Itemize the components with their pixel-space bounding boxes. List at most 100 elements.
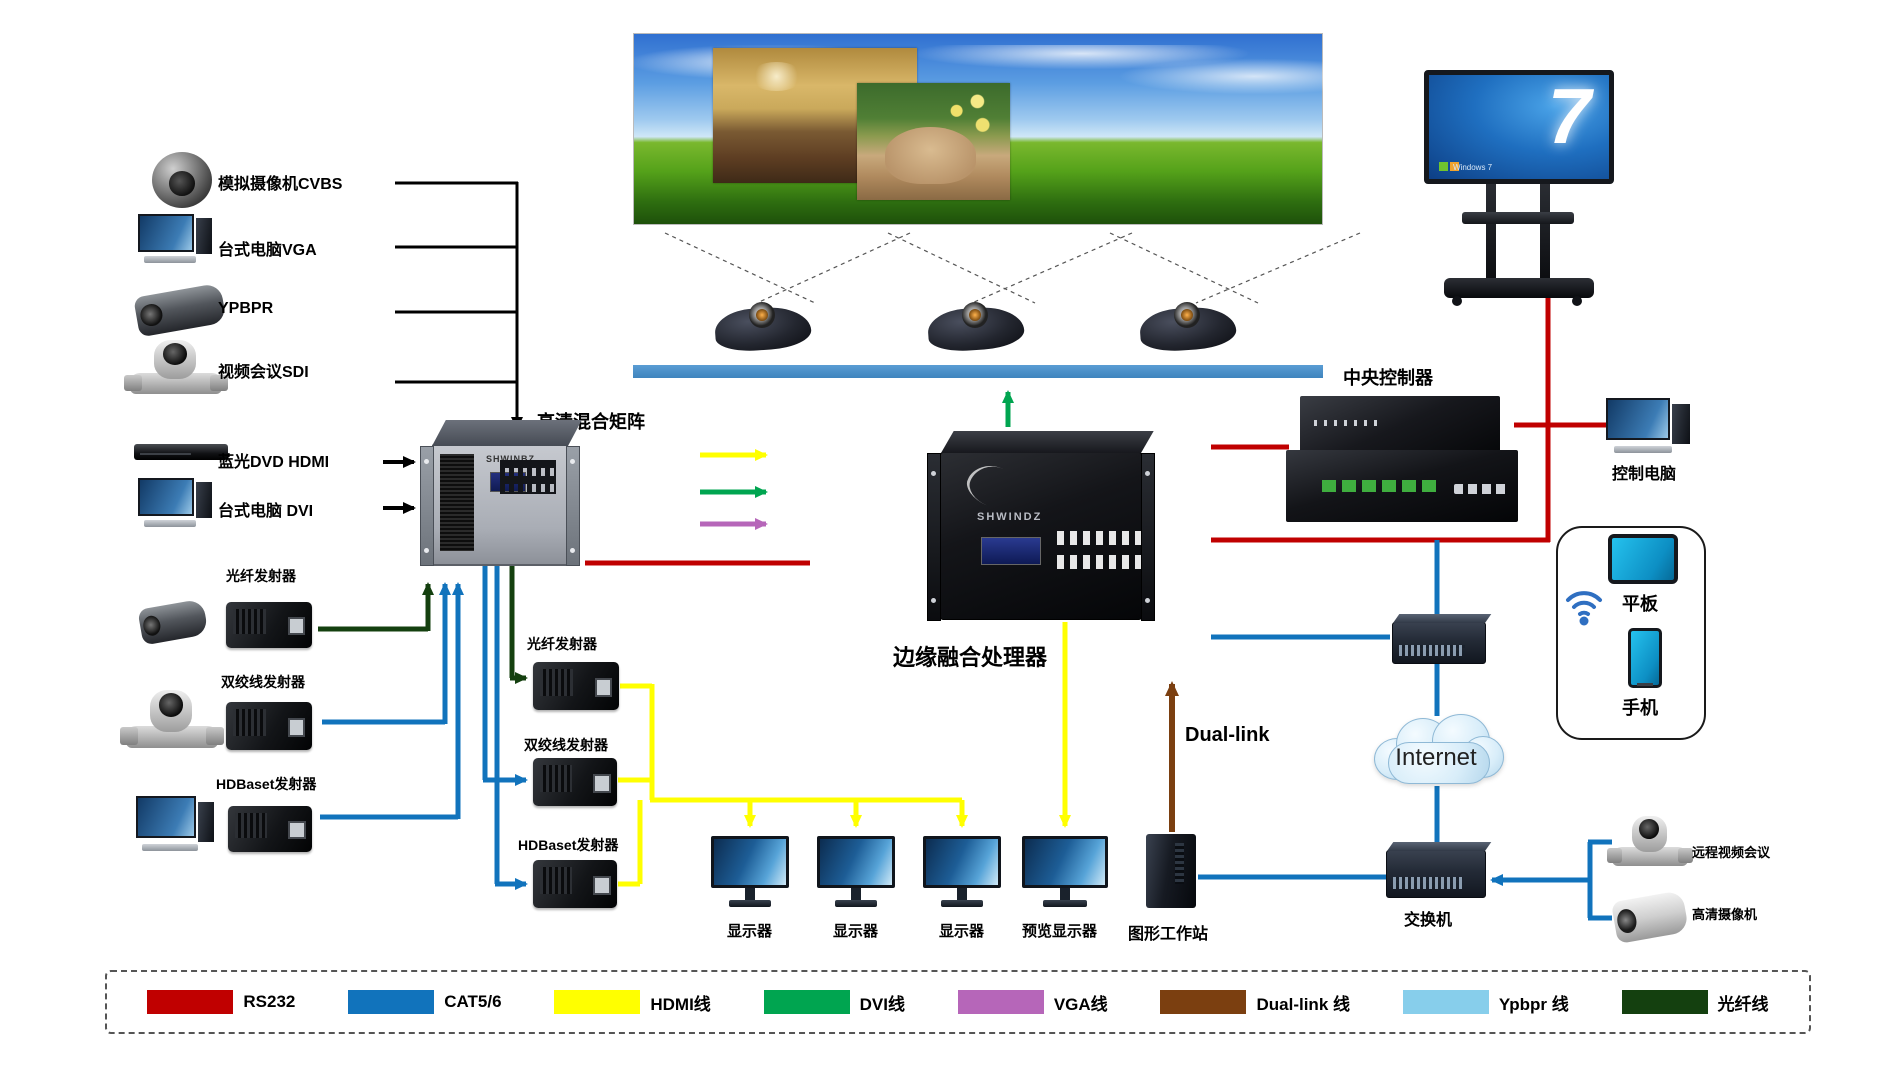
legend-swatch [763,990,850,1014]
projector-3 [1138,300,1238,354]
legend-label: RS232 [243,992,296,1011]
legend-item-fiber: 光纤线 [1621,990,1769,1015]
legend-item-ypbpr: Ypbpr 线 [1402,990,1569,1015]
network-switch-top [1392,622,1486,664]
windows-7-glyph: 7 [1547,72,1591,160]
fiber-transmitter-box [226,602,312,648]
hdbaset-transmitter-box-2 [533,860,617,908]
legend-item-rs232: RS232 [147,990,295,1014]
central-controller-device [1286,396,1518,522]
legend-label: Ypbpr 线 [1498,994,1569,1014]
control-pc-label: 控制电脑 [1612,466,1677,483]
screen-rail [633,365,1323,378]
windows-logo-icon [1439,162,1448,171]
legend-label: Dual-link 线 [1256,994,1350,1014]
tx-left-hdbaset-label: HDBaset发射器 [216,776,317,792]
processor-buttons-row2 [1057,555,1145,569]
display-1-label: 显示器 [727,923,773,940]
fiber-transmitter-box-2 [533,662,619,710]
legend-label: VGA线 [1053,994,1108,1014]
control-pc-icon [1606,398,1696,456]
bluray-dvd-icon [134,444,228,460]
matrix-vent [440,454,474,551]
legend-swatch [1160,990,1247,1014]
display-2-label: 显示器 [833,923,879,940]
legend-label: DVI线 [859,994,905,1014]
wifi-icon [1566,591,1602,626]
remote-vc-label: 远程视频会议 [1692,845,1771,860]
legend-label: HDMI线 [650,994,711,1014]
phone-label: 手机 [1622,698,1658,718]
legend-label: 光纤线 [1717,994,1769,1014]
legend-swatch [957,990,1044,1014]
legend-item-hdmi: HDMI线 [554,990,711,1015]
preview-display-label: 预览显示器 [1022,923,1098,940]
controller-label: 中央控制器 [1343,368,1433,388]
camera-icon [137,598,209,646]
sdi-conference-camera-icon [124,340,228,394]
legend-swatch [147,990,234,1014]
source-label-sdi: 视频会议SDI [218,364,309,381]
touch-display-cart: 7 Windows 7 [1422,60,1622,306]
matrix-top-face [432,420,582,446]
workstation-tower [1146,834,1196,908]
projector-lens-icon [962,302,988,328]
processor-label: 边缘融合处理器 [893,645,1048,670]
legend-swatch [348,990,435,1014]
processor-brand-text: SHWINDZ [977,511,1043,523]
internet-cloud: Internet [1366,712,1506,784]
matrix-buttons [500,460,556,494]
ypbpr-camera-icon [133,282,227,338]
display-3-label: 显示器 [939,923,985,940]
display-1 [711,836,789,914]
legend-swatch [1621,990,1708,1014]
controller-serial-ports [1454,484,1510,494]
preview-display [1022,836,1108,914]
projector-lens-icon [749,302,775,328]
remote-vc-camera-icon [1607,816,1693,866]
legend-item-cat56: CAT5/6 [348,990,502,1014]
duallink-label: Dual-link [1185,724,1270,746]
ptz-camera-icon [120,690,224,748]
source-label-vga: 台式电脑VGA [218,242,317,259]
source-label-ypbpr: YPBPR [218,300,274,317]
legend-label: CAT5/6 [444,992,502,1011]
tx-left-fiber-label: 光纤发射器 [226,568,296,584]
projector-1 [713,300,813,354]
hdbaset-transmitter-box [228,806,312,852]
legend-item-dvi: DVI线 [763,990,905,1015]
screen-subimage-rabbits [857,83,1010,200]
phone-icon [1628,628,1662,688]
source-label-cvbs: 模拟摄像机CVBS [218,176,343,193]
twisted-pair-transmitter-box-2 [533,758,617,806]
legend-swatch [1402,990,1489,1014]
source-label-hdmi: 蓝光DVD HDMI [218,454,330,471]
processor-lcd [981,537,1041,565]
hd-camera-icon [1610,890,1690,944]
network-switch-bottom [1386,850,1486,898]
projection-screen [633,33,1323,225]
tx-mid-fiber-label: 光纤发射器 [527,636,597,652]
desktop-dvi-icon [138,478,220,532]
source-label-dvi: 台式电脑 DVI [218,503,314,520]
tx-left-tp-label: 双绞线发射器 [221,674,305,690]
legend-item-duallink: Dual-link 线 [1160,990,1350,1015]
windows-os-text: Windows 7 [1453,163,1493,172]
processor-swoosh [961,457,1028,517]
legend-item-vga: VGA线 [957,990,1108,1015]
display-2 [817,836,895,914]
projector-lens-icon [1174,302,1200,328]
matrix-brand-text: SHWINBZ [486,454,535,464]
tablet-label: 平板 [1622,594,1658,614]
touch-display-screen: 7 Windows 7 [1424,70,1614,184]
legend-box: RS232 CAT5/6 HDMI线 DVI线 VGA线 Dual-link 线… [105,970,1811,1034]
tablet-icon [1608,534,1678,584]
hd-camera-label: 高清摄像机 [1692,907,1758,922]
workstation-label: 图形工作站 [1128,926,1209,943]
desktop-vga-icon [138,214,220,268]
tx-mid-hdbaset-label: HDBaset发射器 [518,837,619,853]
twisted-pair-transmitter-box [226,702,312,750]
display-3 [923,836,1001,914]
analog-camera-icon [152,152,212,208]
